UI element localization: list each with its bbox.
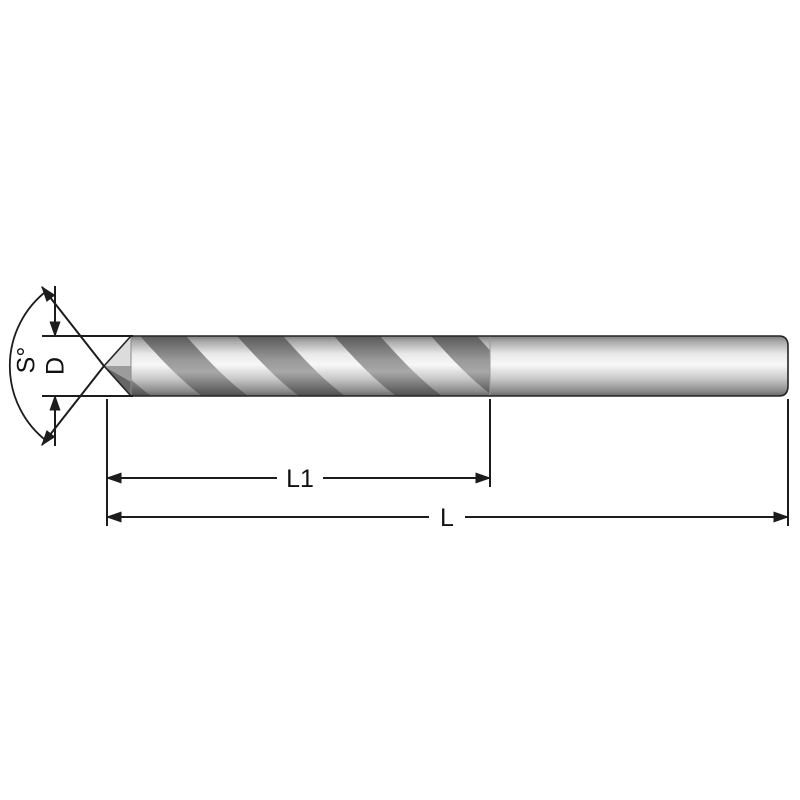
flute-length-label-mask [277, 462, 323, 494]
flute-band [131, 379, 151, 396]
flute-band [334, 336, 442, 396]
overall-length-label-mask [429, 501, 465, 533]
flute-band [237, 336, 345, 396]
point-angle-line-top [41, 285, 105, 367]
drill-flutes [131, 336, 490, 396]
overall-length-label: L [440, 504, 454, 532]
diameter-label: D [42, 357, 70, 375]
point-angle-label: S° [13, 347, 41, 374]
flute-length-label: L1 [286, 465, 314, 493]
drill-bit [103, 335, 789, 397]
drill-outline [103, 335, 789, 397]
flute-band [140, 336, 248, 396]
point-angle-line-bottom [41, 365, 105, 447]
flute-band [431, 336, 490, 394]
dimension-annotations [8, 285, 790, 533]
point-angle-arc [8, 290, 48, 442]
